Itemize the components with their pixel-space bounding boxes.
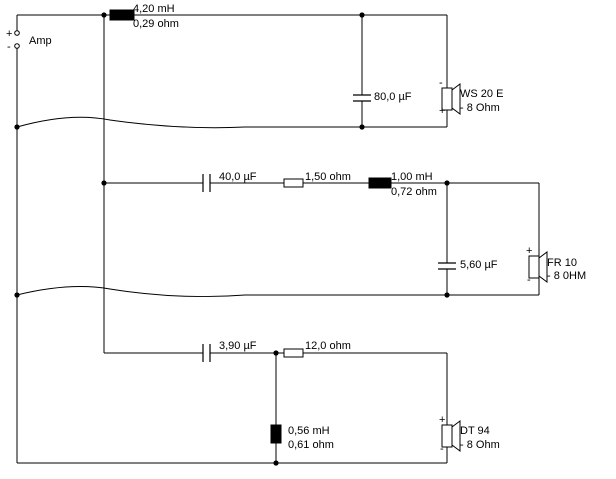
- mid-speaker-name: FR 10: [547, 257, 577, 269]
- woofer-speaker-plus: +: [439, 105, 445, 117]
- tweeter-shunt-inductor-value: 0,56 mH: [288, 425, 330, 437]
- tweeter-speaker-plus: +: [439, 414, 445, 426]
- junction-dot: [273, 460, 279, 466]
- woofer-speaker-minus: -: [439, 77, 443, 89]
- mid-inductor-resistance: 0,72 ohm: [391, 186, 437, 198]
- mid-speaker-impedance: - 8 0HM: [547, 270, 586, 282]
- woofer-speaker-impedance: - 8 Ohm: [460, 102, 500, 114]
- tweeter-branch: 3,90 µF 12,0 ohm 0,56 mH 0,61 ohm + - DT…: [202, 340, 500, 455]
- junction-dot: [359, 12, 365, 18]
- mid-speaker-icon: [528, 251, 548, 283]
- amp-label: Amp: [29, 35, 52, 47]
- tweeter-resistor-value: 12,0 ohm: [305, 340, 351, 352]
- junction-dot: [444, 180, 450, 186]
- junction-dot: [444, 292, 450, 298]
- junction-dot: [101, 12, 107, 18]
- mid-resistor-value: 1,50 ohm: [305, 171, 351, 183]
- tweeter-shunt-inductor-resistance: 0,61 ohm: [288, 439, 334, 451]
- mid-shunt-capacitor: [438, 262, 456, 270]
- mid-speaker-plus: +: [526, 245, 532, 257]
- amp-terminals: + - Amp: [6, 28, 52, 53]
- amp-minus-sign: -: [7, 41, 11, 53]
- mid-series-inductor: [368, 177, 392, 189]
- woofer-series-inductor: [109, 9, 135, 21]
- junction-dot: [14, 124, 20, 130]
- woofer-inductor-value: 4,20 mH: [133, 3, 175, 15]
- junction-dot: [101, 180, 107, 186]
- tweeter-shunt-inductor: [270, 424, 282, 444]
- amp-plus-sign: +: [6, 28, 12, 40]
- junction-dot: [14, 292, 20, 298]
- tweeter-speaker-impedance: - 8 Ohm: [460, 439, 500, 451]
- amp-plus-terminal: [14, 30, 20, 36]
- woofer-shunt-capacitor: [353, 94, 371, 102]
- amp-minus-terminal: [14, 43, 20, 49]
- woofer-branch: 4,20 mH 0,29 ohm 80,0 µF - + WS 20 E - 8…: [109, 3, 503, 117]
- tweeter-speaker-icon: [441, 420, 461, 452]
- tweeter-series-resistor: [283, 348, 304, 358]
- junction-dots: [14, 12, 450, 466]
- mid-shunt-capacitor-value: 5,60 µF: [460, 259, 498, 271]
- tweeter-capacitor-value: 3,90 µF: [219, 340, 257, 352]
- tweeter-speaker-minus: -: [440, 443, 444, 455]
- woofer-speaker-icon: [441, 83, 461, 115]
- woofer-speaker-name: WS 20 E: [460, 88, 503, 100]
- mid-series-resistor: [283, 178, 304, 188]
- mid-inductor-value: 1,00 mH: [391, 171, 433, 183]
- tweeter-series-capacitor: [202, 344, 211, 362]
- wiring: [16, 14, 540, 464]
- woofer-inductor-resistance: 0,29 ohm: [133, 18, 179, 30]
- mid-branch: 40,0 µF 1,50 ohm 1,00 mH 0,72 ohm 5,60 µ…: [202, 171, 586, 286]
- tweeter-speaker-name: DT 94: [460, 425, 490, 437]
- woofer-capacitor-value: 80,0 µF: [374, 91, 412, 103]
- mid-speaker-minus: -: [527, 274, 531, 286]
- junction-dot: [273, 350, 279, 356]
- junction-dot: [359, 124, 365, 130]
- mid-capacitor-value: 40,0 µF: [219, 171, 257, 183]
- mid-series-capacitor: [202, 174, 211, 192]
